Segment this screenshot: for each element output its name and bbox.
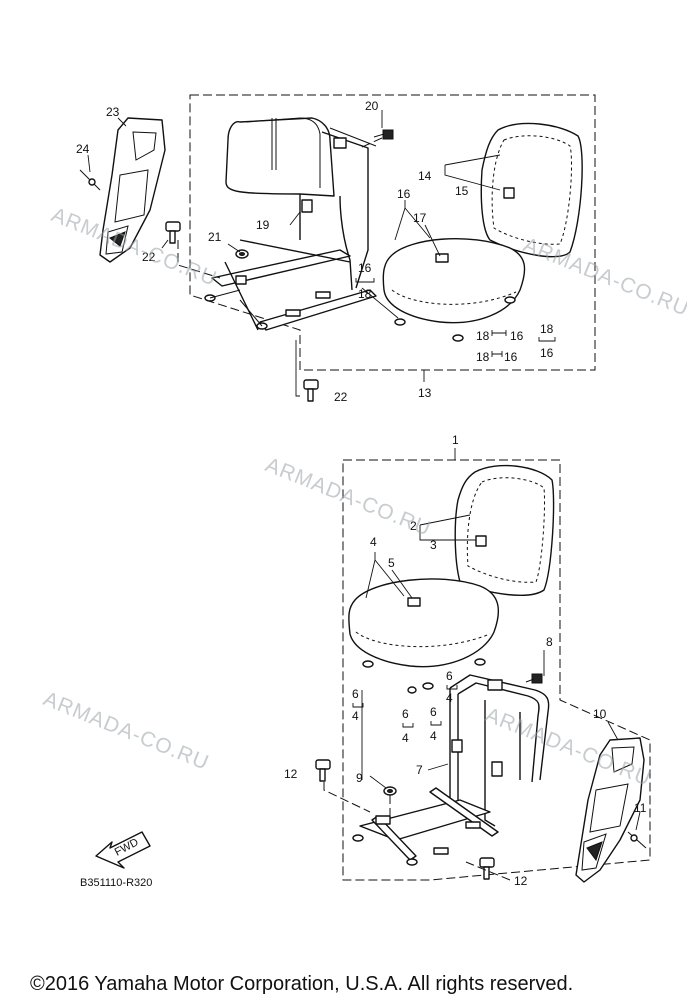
- callout-7: 7: [416, 763, 423, 777]
- callout-12: 12: [514, 874, 528, 888]
- side-panel-23: [99, 117, 166, 263]
- callout-18: 18: [358, 287, 372, 301]
- assembly-13-boundary: [189, 94, 596, 371]
- nut-21: [235, 249, 249, 259]
- callout-4: 4: [430, 729, 437, 743]
- callout-1: 1: [452, 433, 459, 447]
- backrest-14: [480, 122, 583, 258]
- callout-5: 5: [388, 556, 395, 570]
- callout-8: 8: [546, 635, 553, 649]
- callout-4: 4: [352, 709, 359, 723]
- upper-seat-assembly: [79, 94, 596, 402]
- callout-19: 19: [256, 218, 270, 232]
- seat-cushion-4: [348, 578, 500, 694]
- bracket-marks: [352, 278, 556, 728]
- callout-23: 23: [106, 105, 120, 119]
- callout-6: 6: [352, 687, 359, 701]
- callout-6: 6: [446, 669, 453, 683]
- seat-cushion-16: [382, 237, 526, 342]
- bolt-22-lower: [303, 379, 319, 402]
- callout-2: 2: [410, 519, 417, 533]
- callout-24: 24: [76, 142, 90, 156]
- callout-16: 16: [358, 261, 372, 275]
- callout-16: 16: [510, 329, 524, 343]
- watermark: ARMADA-CO.RU: [520, 233, 687, 320]
- callout-21: 21: [208, 230, 222, 244]
- callout-14: 14: [418, 169, 432, 183]
- bolt-20: [373, 129, 394, 140]
- bolt-22-upper: [165, 221, 181, 244]
- bolt-12-left: [315, 759, 331, 782]
- callout-labels: 1 2 3 4 5 6 4 6 4 6 4 6 4 7 8 9 10 11 12…: [76, 99, 647, 888]
- callout-10: 10: [593, 707, 607, 721]
- callout-16: 16: [540, 346, 554, 360]
- lower-seat-assembly: [315, 448, 651, 883]
- callout-17: 17: [413, 211, 427, 225]
- bolt-12-right: [479, 857, 495, 880]
- callout-18: 18: [540, 322, 554, 336]
- watermark: ARMADA-CO.RU: [40, 687, 212, 774]
- callout-6: 6: [402, 707, 409, 721]
- callout-3: 3: [430, 538, 437, 552]
- callout-4: 4: [402, 731, 409, 745]
- seat-frame-19: [204, 117, 377, 331]
- pin-11: [627, 831, 647, 849]
- callout-18: 18: [476, 350, 490, 364]
- callout-20: 20: [365, 99, 379, 113]
- callout-15: 15: [455, 184, 469, 198]
- callout-22: 22: [334, 390, 348, 404]
- callout-13: 13: [418, 386, 432, 400]
- callout-4: 4: [446, 691, 453, 705]
- callout-6: 6: [430, 705, 437, 719]
- backrest-2: [454, 464, 555, 596]
- side-panel-10: [575, 737, 645, 883]
- watermark: ARMADA-CO.RU: [262, 453, 434, 540]
- callout-16: 16: [397, 187, 411, 201]
- callout-11: 11: [634, 801, 647, 815]
- copyright: ©2016 Yamaha Motor Corporation, U.S.A. A…: [30, 973, 573, 995]
- callout-18: 18: [476, 329, 490, 343]
- assembly-1-boundary: [342, 459, 651, 881]
- callout-12: 12: [284, 767, 298, 781]
- fwd-arrow: FWD: [95, 831, 151, 869]
- callout-16: 16: [504, 350, 518, 364]
- callout-22: 22: [142, 250, 156, 264]
- callout-9: 9: [356, 771, 363, 785]
- seat-frame-7: [352, 674, 550, 866]
- callout-4: 4: [370, 535, 377, 549]
- bolt-8: [525, 673, 543, 684]
- pin-24: [79, 169, 101, 191]
- diagram-code: B351110-R320: [80, 877, 152, 889]
